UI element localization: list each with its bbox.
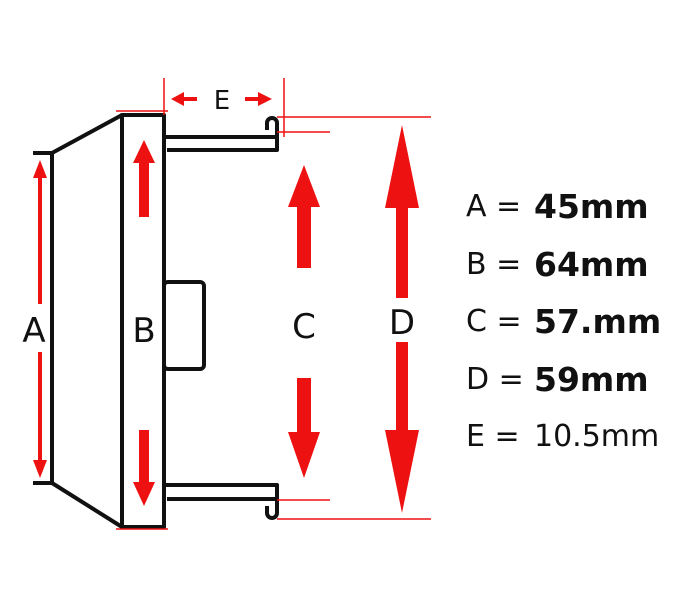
a-arrow-shaft-bottom [38, 352, 42, 464]
label-d: D [389, 303, 415, 343]
e-arrow-left [171, 92, 184, 106]
b-arrow-shaft-top [139, 161, 149, 217]
d-arrow-shaft-bottom [396, 342, 408, 432]
c-arrow-up [288, 165, 320, 207]
legend-value: 10.5mm [534, 419, 660, 455]
bottom-clip [164, 483, 279, 520]
legend-row-e: E = 10.5mm [466, 408, 686, 466]
legend-key: D = [466, 361, 524, 397]
c-arrow-shaft-top [297, 205, 311, 268]
d-arrow-down [385, 430, 419, 513]
legend-key: C = [466, 304, 522, 340]
c-arrow-shaft-bottom [297, 378, 311, 434]
legend-key: B = [466, 246, 522, 282]
e-arrow-shaft-right [245, 97, 259, 101]
b-arrow-shaft-bottom [139, 430, 149, 484]
legend-value: 59mm [534, 359, 649, 399]
d-arrow-up [385, 125, 419, 208]
measurement-legend: A = 45mm B = 64mm C = 57.mm D = 59mm E =… [466, 178, 686, 466]
e-arrow-right [258, 92, 272, 106]
legend-row-b: B = 64mm [466, 236, 686, 294]
legend-row-d: D = 59mm [466, 351, 686, 409]
label-a: A [22, 311, 45, 351]
label-b: B [132, 311, 155, 351]
label-e: E [214, 86, 230, 116]
legend-value: 45mm [534, 187, 649, 227]
c-arrow-down [288, 432, 320, 478]
a-arrow-up [33, 160, 47, 178]
a-arrow-down [33, 460, 47, 478]
legend-row-a: A = 45mm [466, 178, 686, 236]
legend-value: 57.mm [534, 302, 662, 342]
legend-row-c: C = 57.mm [466, 293, 686, 351]
d-arrow-shaft-top [396, 206, 408, 298]
dimension-arrows [33, 92, 419, 513]
legend-key: A = [466, 189, 522, 225]
cap-outline [33, 113, 279, 529]
legend-key: E = [466, 419, 520, 455]
guide-lines [116, 78, 431, 530]
taper-bottom [50, 481, 124, 529]
taper-top [51, 113, 123, 155]
legend-value: 64mm [534, 244, 649, 284]
label-c: C [292, 307, 316, 347]
top-clip [164, 116, 279, 152]
e-arrow-shaft-left [183, 97, 197, 101]
b-arrow-up [133, 140, 155, 163]
b-arrow-down [133, 482, 155, 506]
center-tab [162, 280, 206, 371]
a-arrow-shaft-top [38, 176, 42, 304]
